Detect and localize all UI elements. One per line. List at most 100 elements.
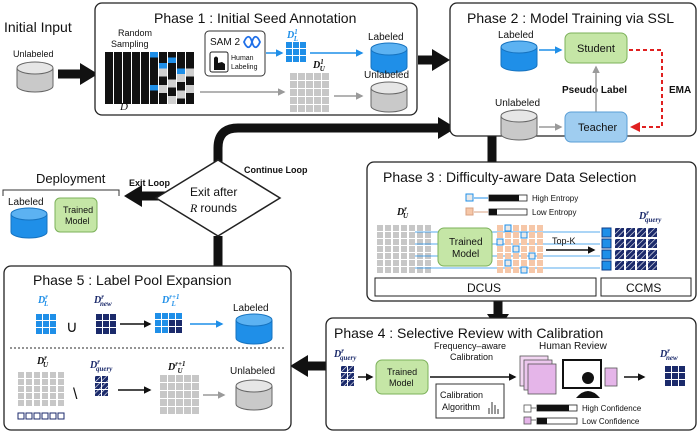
- continue-loop-label: Continue Loop: [244, 165, 308, 175]
- dataset-cell: [177, 63, 185, 71]
- unlabeled-cell: [377, 239, 383, 245]
- dataset-cell: [114, 96, 122, 104]
- low-entropy-cell: [521, 239, 527, 245]
- low-entropy-cell: [497, 260, 503, 266]
- dataset-cell: [123, 74, 131, 82]
- deployment: Deployment Labeled Trained Model: [2, 171, 120, 239]
- dataset-cell: [141, 79, 149, 88]
- du-cell: [50, 400, 56, 406]
- ema-label: EMA: [669, 85, 691, 96]
- initial-input: Initial Input Unlabeled: [4, 19, 72, 93]
- p5-du-next-grid: [160, 375, 199, 414]
- low-entropy-cell: [497, 246, 503, 252]
- dataset-cell: [186, 52, 194, 60]
- unlabeled-cell: [409, 260, 415, 266]
- phase4-title: Phase 4 : Selective Review with Calibrat…: [334, 325, 603, 341]
- du-cell: [50, 393, 56, 399]
- phase1-panel: Phase 1 : Initial Seed Annotation Random…: [94, 2, 418, 116]
- dataset-cell: [150, 96, 158, 104]
- teacher-label: Teacher: [578, 122, 617, 134]
- merged-cell: [176, 313, 182, 319]
- dataset-cell: [159, 74, 167, 82]
- dataset-cell: [132, 79, 140, 88]
- query-border-cell: [601, 260, 612, 271]
- algorithm-label-2: Algorithm: [442, 402, 480, 412]
- exit-after-text: Exit after: [190, 185, 237, 199]
- confidence-legend: High Confidence Low Confidence: [523, 404, 642, 426]
- sam2-label: SAM 2: [210, 37, 240, 48]
- dataset-cell: [159, 90, 167, 99]
- unlabeled-cell: [377, 225, 383, 231]
- du-cell: [50, 372, 56, 378]
- phase4-model-2: Model: [389, 378, 414, 388]
- dataset-cell: [123, 63, 131, 71]
- unlabeled-cell: [401, 267, 407, 273]
- dataset-cell: [105, 96, 113, 104]
- low-entropy-cell: [497, 253, 503, 259]
- high-entropy-cell: [520, 266, 528, 274]
- dataset-cell: [150, 85, 158, 93]
- query-cell: [615, 250, 624, 259]
- low-entropy-cell: [537, 225, 543, 231]
- dataset-cell: [168, 74, 176, 82]
- merged-cell: [176, 320, 182, 326]
- student-label: Student: [577, 43, 615, 55]
- unlabeled-cell: [417, 267, 423, 273]
- dataset-cell: [132, 57, 140, 66]
- dataset-cell: [177, 79, 185, 88]
- low-entropy-cell: [537, 260, 543, 266]
- dataset-cell: [150, 63, 158, 71]
- low-entropy-cell: [521, 246, 527, 252]
- dcus-label: DCUS: [467, 281, 501, 295]
- dataset-cell: [132, 90, 140, 99]
- dataset-cell: [114, 63, 122, 71]
- low-confidence-label: Low Confidence: [582, 417, 640, 426]
- phase2-title: Phase 2 : Model Training via SSL: [467, 10, 674, 26]
- phase3-model-2: Model: [452, 249, 479, 260]
- low-entropy-cell: [505, 246, 511, 252]
- unlabeled-cell: [401, 253, 407, 259]
- dataset-cell: [132, 68, 140, 77]
- unlabeled-cell: [401, 260, 407, 266]
- merged-cell: [155, 313, 161, 319]
- high-confidence-label: High Confidence: [582, 404, 642, 413]
- dataset-cell: [186, 63, 194, 71]
- du-bordered-cell: [33, 412, 41, 420]
- unlabeled-cell: [417, 260, 423, 266]
- unlabeled-cell: [401, 246, 407, 252]
- unlabeled-cell: [409, 246, 415, 252]
- dataset-cell: [114, 85, 122, 93]
- dataset-cell: [150, 57, 158, 66]
- query-cell: [648, 261, 657, 270]
- dataset-cell: [123, 90, 131, 99]
- p5-du-grid: [17, 372, 65, 420]
- review-stack-icon: [519, 355, 557, 395]
- dataset-cell: [168, 57, 176, 66]
- unlabeled-cell: [425, 232, 431, 238]
- low-entropy-cell: [529, 239, 535, 245]
- unlabeled-cell: [417, 225, 423, 231]
- dataset-cell: [186, 74, 194, 82]
- low-entropy-cell: [521, 253, 527, 259]
- merged-cell: [169, 320, 175, 326]
- remaining-cell: [186, 85, 194, 93]
- merged-cell: [155, 327, 161, 333]
- deployment-title: Deployment: [36, 171, 106, 186]
- unlabeled-cell: [401, 239, 407, 245]
- query-set-grid: [601, 227, 657, 271]
- unlabeled-cell: [425, 246, 431, 252]
- du-cell: [50, 386, 56, 392]
- union-symbol: ∪: [66, 319, 78, 336]
- query-cell: [615, 239, 624, 248]
- query-border-cell: [601, 249, 612, 260]
- meta-logo-icon: [243, 35, 261, 49]
- unlabeled-cell: [425, 239, 431, 245]
- merged-cell: [169, 327, 175, 333]
- dataset-cell: [123, 85, 131, 93]
